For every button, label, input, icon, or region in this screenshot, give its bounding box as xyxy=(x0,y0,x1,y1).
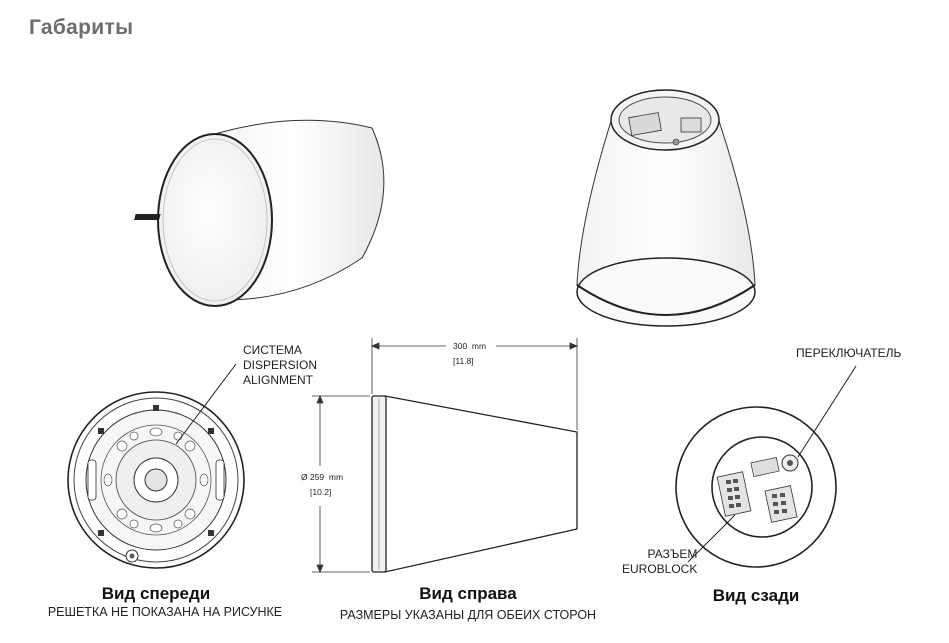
dispersion-label: СИСТЕМА DISPERSION ALIGNMENT xyxy=(243,343,317,388)
front-view xyxy=(67,363,245,569)
switch-dial xyxy=(781,454,799,472)
diameter-unit: mm xyxy=(328,472,344,482)
switch-leader-line xyxy=(797,365,857,458)
bose-logo xyxy=(134,214,161,220)
speaker-perspective-right xyxy=(576,89,756,327)
side-view-note: РАЗМЕРЫ УКАЗАНЫ ДЛЯ ОБЕИХ СТОРОН xyxy=(339,608,597,622)
back-view-caption: Вид сзади xyxy=(712,586,800,605)
length-value: 300 xyxy=(453,341,468,351)
length-unit: mm xyxy=(471,341,487,351)
speaker-perspective-left xyxy=(134,119,385,307)
length-inches: 11.8 xyxy=(453,356,474,366)
euroblock-connector xyxy=(716,471,798,523)
dispersion-leader-line xyxy=(175,363,237,445)
connector-label: РАЗЪЕМ EUROBLOCK xyxy=(622,547,697,577)
connector-leader-line xyxy=(687,514,736,563)
diameter-dimension xyxy=(312,394,370,574)
front-view-note: РЕШЕТКА НЕ ПОКАЗАНА НА РИСУНКЕ xyxy=(47,605,283,619)
side-view xyxy=(312,338,579,574)
dispersion-label-line-1: СИСТЕМА xyxy=(243,343,302,357)
length-dimension xyxy=(370,338,579,430)
back-view xyxy=(675,365,857,568)
connector-label-line-2: EUROBLOCK xyxy=(622,562,698,576)
page-title: Габариты xyxy=(29,16,134,39)
dispersion-label-line-3: ALIGNMENT xyxy=(243,373,314,387)
length-dimension-text: 300 mm xyxy=(453,341,486,351)
diameter-dimension-text: Ø 259 mm xyxy=(301,472,343,482)
diameter-value: Ø 259 xyxy=(301,472,325,482)
diameter-inches-value: 10.2 xyxy=(312,487,329,497)
dispersion-label-line-2: DISPERSION xyxy=(243,358,318,372)
switch-label: ПЕРЕКЛЮЧАТЕЛЬ xyxy=(796,346,902,360)
diameter-inches: 10.2 xyxy=(310,487,331,497)
side-view-caption: Вид справа xyxy=(419,584,517,603)
connector-label-line-1: РАЗЪЕМ xyxy=(647,547,698,561)
length-inches-value: 11.8 xyxy=(455,356,472,366)
front-view-caption: Вид спереди xyxy=(101,584,211,603)
